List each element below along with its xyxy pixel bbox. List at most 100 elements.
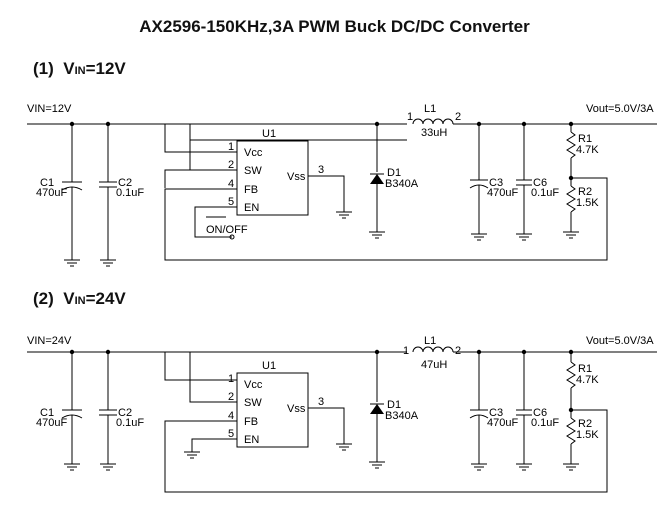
l1-name: L1 [424, 335, 436, 347]
resistor-r2: R2 1.5K [563, 410, 599, 471]
switch-label: ON/OFF [206, 224, 248, 236]
pin-number-3: 3 [318, 396, 324, 408]
vin-symbol: V [63, 289, 75, 308]
pin-sw: SW [244, 165, 262, 177]
c6-value: 0.1uF [531, 187, 559, 199]
l1-pin1: 1 [403, 345, 409, 357]
diode-d1: D1 B340A [369, 349, 419, 469]
capacitor-c2: C2 0.1uF [99, 352, 144, 471]
l1-value: 33uH [421, 127, 447, 139]
l1-value: 47uH [421, 359, 447, 371]
capacitor-c6: C6 0.1uF [516, 352, 559, 471]
c6-value: 0.1uF [531, 417, 559, 429]
ground-icon [336, 211, 352, 219]
r2-name: R2 [578, 418, 592, 430]
pin-sw: SW [244, 397, 262, 409]
capacitor-c6: C6 0.1uF [516, 124, 559, 241]
pin-vcc: Vcc [244, 147, 263, 159]
ground-icon [471, 233, 487, 241]
ground-icon [369, 461, 385, 469]
pin-fb: FB [244, 416, 258, 428]
ground-icon [369, 231, 385, 239]
r1-value: 4.7K [576, 374, 599, 386]
pin-number-5: 5 [228, 428, 234, 440]
c6-name: C6 [533, 407, 547, 419]
c1-name: C1 [40, 407, 54, 419]
inductor-l1: 1 2 L1 33uH [407, 103, 461, 139]
circuit-2-schematic: VIN=24V C1 470uF C2 0.1uF U1 Vcc SW FB E… [27, 335, 657, 493]
vin-symbol: V [63, 59, 75, 78]
ground-icon [563, 231, 579, 239]
ground-icon [516, 463, 532, 471]
u1-name: U1 [262, 360, 276, 372]
pin-vss: Vss [287, 403, 306, 415]
vout-label: Vout=5.0V/3A [586, 335, 654, 347]
c1-value: 470uF [36, 187, 67, 199]
vin-value: =12V [85, 59, 126, 78]
ground-icon [336, 443, 352, 451]
ground-icon [184, 451, 200, 459]
r2-name: R2 [578, 186, 592, 198]
ground-icon [516, 233, 532, 241]
vin-label: VIN=12V [27, 103, 72, 115]
c2-name: C2 [118, 177, 132, 189]
ground-icon [64, 463, 80, 471]
pin-vcc: Vcc [244, 379, 263, 391]
inductor-l1: 1 2 L1 47uH [403, 335, 461, 371]
circuit-2-heading: (2) VIN=24V [33, 289, 126, 309]
pin-en: EN [244, 434, 259, 446]
vin-rail: VIN=12V [27, 103, 407, 153]
pin-number-1: 1 [228, 373, 234, 385]
resistor-r1: R1 4.7K [566, 124, 599, 178]
vout-label: Vout=5.0V/3A [586, 103, 654, 115]
d1-value: B340A [385, 410, 419, 422]
ic-u1: U1 Vcc SW FB EN Vss 1 2 4 5 3 [228, 128, 324, 216]
c3-value: 470uF [487, 417, 518, 429]
resistor-r2: R2 1.5K [563, 178, 599, 239]
r1-value: 4.7K [576, 144, 599, 156]
pin-number-5: 5 [228, 196, 234, 208]
l1-pin2: 2 [455, 345, 461, 357]
circuit-1-heading: (1) VIN=12V [33, 59, 126, 79]
c1-value: 470uF [36, 417, 67, 429]
ground-icon [471, 463, 487, 471]
resistor-r1: R1 4.7K [566, 352, 599, 410]
ground-icon [563, 463, 579, 471]
c2-value: 0.1uF [116, 187, 144, 199]
pin-number-1: 1 [228, 141, 234, 153]
u1-name: U1 [262, 128, 276, 140]
capacitor-c3: C3 470uF [469, 352, 518, 471]
capacitor-c2: C2 0.1uF [99, 124, 144, 267]
vin-value: =24V [85, 289, 126, 308]
pin-vss: Vss [287, 171, 306, 183]
vin-subscript: IN [74, 65, 86, 77]
c2-name: C2 [118, 407, 132, 419]
ground-icon [100, 259, 116, 267]
c3-name: C3 [489, 177, 503, 189]
vin-subscript: IN [74, 295, 86, 307]
c2-value: 0.1uF [116, 417, 144, 429]
capacitor-c1: C1 470uF [36, 124, 83, 267]
r2-value: 1.5K [576, 429, 599, 441]
capacitor-c3: C3 470uF [469, 124, 518, 241]
d1-value: B340A [385, 178, 419, 190]
c3-value: 470uF [487, 187, 518, 199]
r2-value: 1.5K [576, 197, 599, 209]
junction-dot [374, 121, 380, 127]
page-title: AX2596-150KHz,3A PWM Buck DC/DC Converte… [139, 17, 530, 36]
r1-name: R1 [578, 133, 592, 145]
d1-name: D1 [387, 399, 401, 411]
circuit-1-schematic: VIN=12V C1 470uF C2 0.1uF U1 Vcc SW [27, 103, 657, 267]
c6-name: C6 [533, 177, 547, 189]
pin-en: EN [244, 202, 259, 214]
c1-name: C1 [40, 177, 54, 189]
pin-number-2: 2 [228, 391, 234, 403]
ic-u1: U1 Vcc SW FB EN Vss 1 2 4 5 3 [228, 360, 324, 448]
l1-pin2: 2 [455, 111, 461, 123]
pin-fb: FB [244, 184, 258, 196]
vin-rail: VIN=24V [27, 335, 407, 381]
circuit-index: (1) [33, 59, 54, 78]
circuit-index: (2) [33, 289, 54, 308]
r1-name: R1 [578, 363, 592, 375]
pin-number-3: 3 [318, 164, 324, 176]
